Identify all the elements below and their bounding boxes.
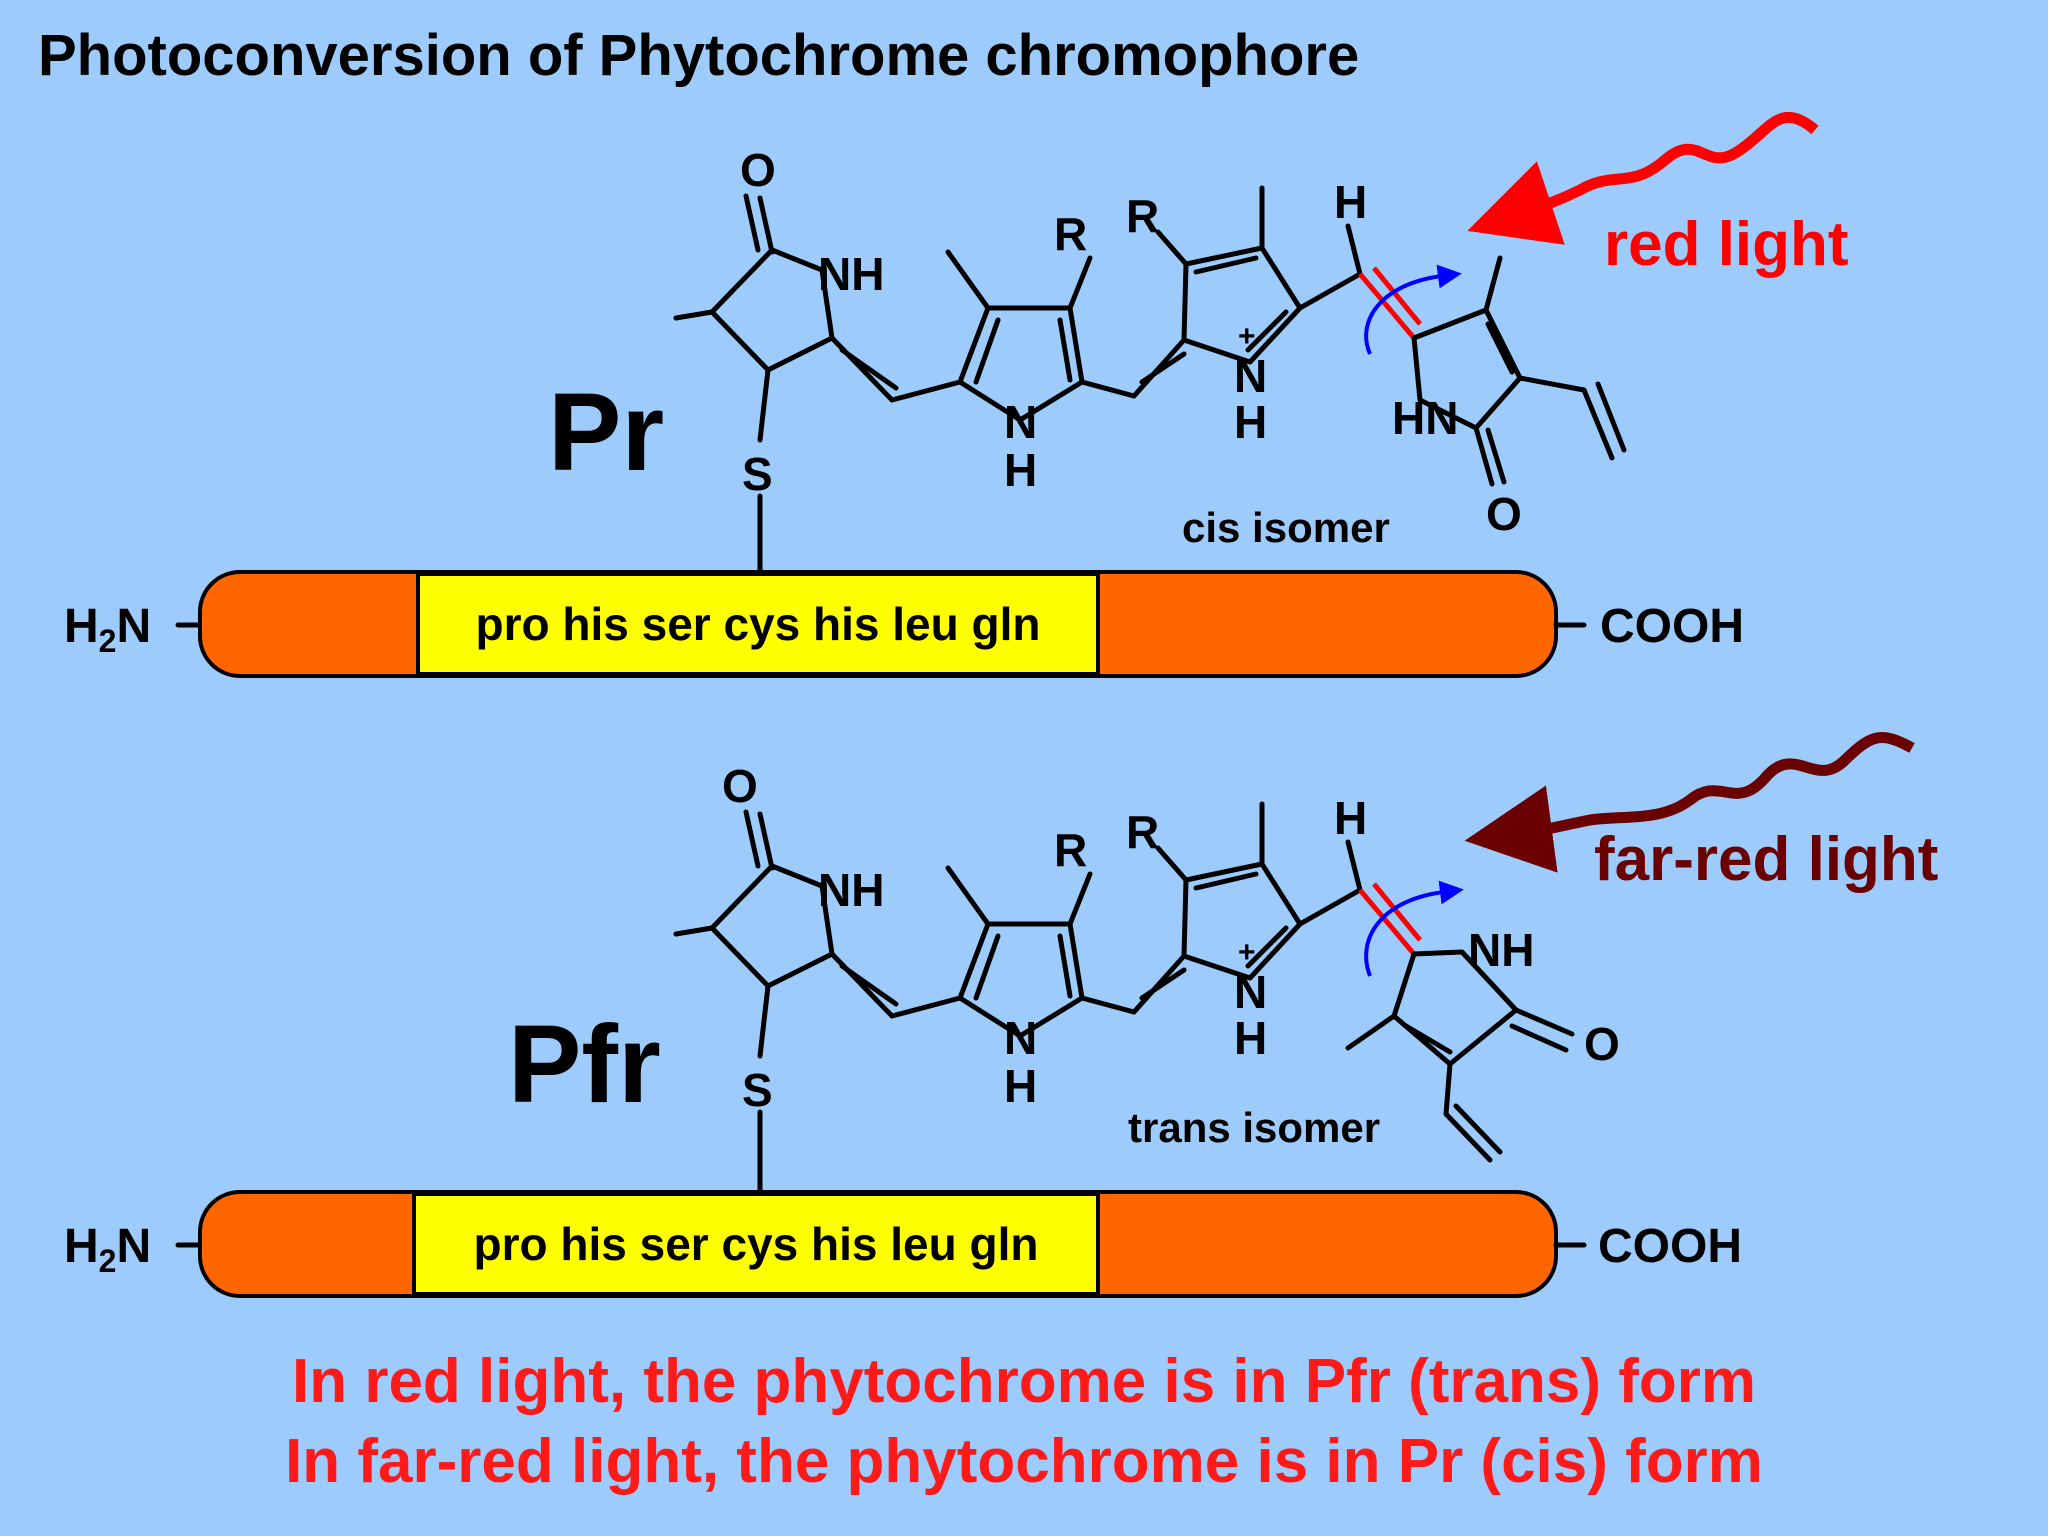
sequence-label: pro his ser cys his leu gln [474,1218,1039,1270]
ring-c [1155,185,1303,365]
atom-h: H [1334,792,1367,844]
atom-h: H [1234,396,1267,448]
plus-charge: + [1238,320,1256,353]
pr-panel: Pr O NH S R N H [64,111,1849,678]
sequence-label: pro his ser cys his leu gln [476,598,1041,650]
page-title: Photoconversion of Phytochrome chromopho… [38,23,1360,88]
atom-r: R [1126,190,1159,242]
protein-bar-top: H2N pro his ser cys his leu gln COOH [64,570,1744,678]
atom-h: H [1234,1012,1267,1064]
ring-b [945,249,1093,423]
pfr-panel: Pfr O NH S R N H [64,732,1938,1298]
atom-o: O [1486,488,1522,540]
atom-r: R [1054,208,1087,260]
atom-n: N [1004,396,1037,448]
atom-s: S [742,1064,773,1116]
atom-h: H [1004,444,1037,496]
atom-n: N [1234,350,1267,402]
ring-a [673,809,835,1059]
atom-o: O [722,760,758,812]
ring-b [945,865,1093,1039]
atom-o: O [1584,1018,1620,1070]
atom-n: N [1234,966,1267,1018]
atom-nh: NH [818,864,884,916]
sequence-box [416,572,1100,676]
c-terminus: COOH [1598,1220,1742,1273]
far-red-light-wave [1464,732,1915,873]
plus-charge: + [1238,936,1256,969]
rotation-arrow [1364,880,1464,977]
isomerizing-bond [1358,272,1416,340]
atom-o: O [740,144,776,196]
n-terminus: H2N [64,1220,151,1279]
ring-c [1155,801,1303,981]
caption-line-2: In far-red light, the phytochrome is in … [285,1427,1763,1496]
atom-n: N [1004,1012,1037,1064]
atom-h: H [1004,1060,1037,1112]
atom-r: R [1126,806,1159,858]
sequence-box [412,1192,1100,1296]
caption-line-1: In red light, the phytochrome is in Pfr … [292,1347,1756,1416]
pr-label: Pr [548,371,664,494]
atom-r: R [1054,824,1087,876]
ring-d [1345,949,1575,1163]
rotation-arrow [1364,264,1462,355]
atom-h: H [1334,176,1367,228]
far-red-light-label: far-red light [1594,825,1938,894]
pfr-label: Pfr [508,1003,661,1126]
atom-s: S [742,448,773,500]
atom-nh: NH [818,248,884,300]
isomer-label: cis isomer [1182,504,1390,551]
isomer-label: trans isomer [1128,1104,1380,1151]
n-terminus: H2N [64,600,151,659]
red-light-wave [1467,111,1819,245]
ring-d [1411,255,1627,487]
ring-a [673,193,835,443]
red-light-label: red light [1604,210,1849,279]
atom-hn: HN [1392,392,1458,444]
isomerizing-bond [1358,888,1416,956]
atom-nh: NH [1468,924,1534,976]
c-terminus: COOH [1600,600,1744,653]
protein-bar-bottom: H2N pro his ser cys his leu gln COOH [64,1190,1742,1298]
